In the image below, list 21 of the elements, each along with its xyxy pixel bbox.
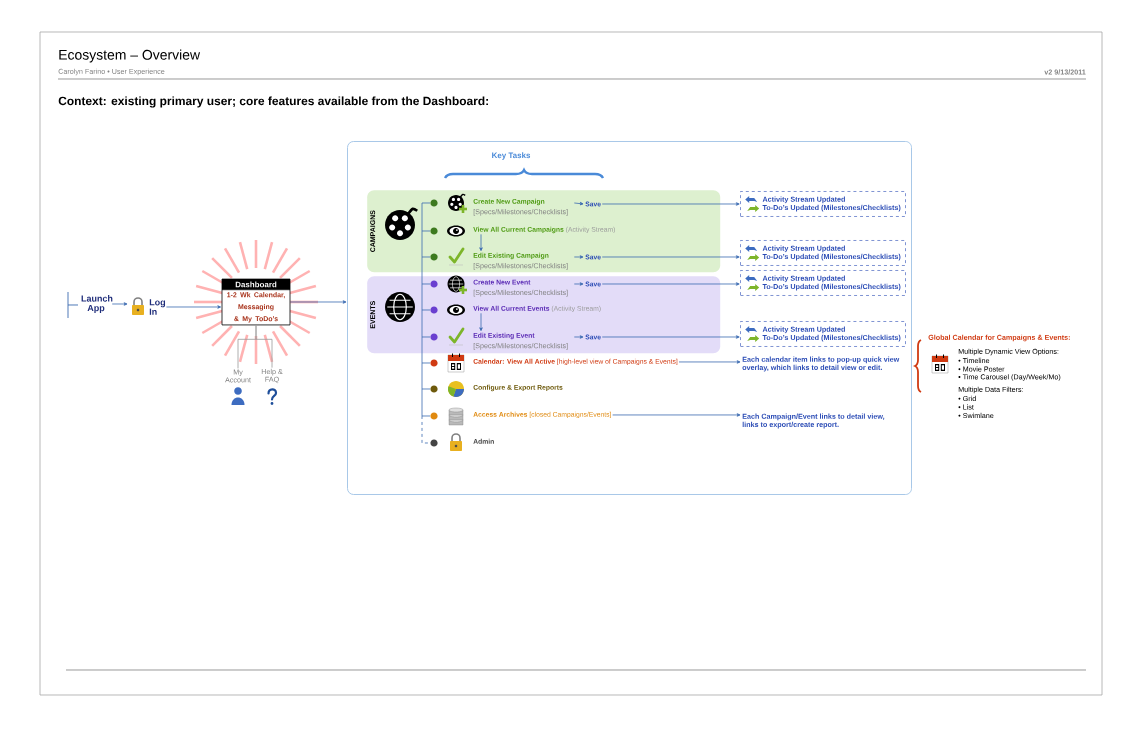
arrow xyxy=(479,312,483,332)
panel-frame xyxy=(347,141,912,495)
arrow xyxy=(678,360,741,364)
step-label: Launch App xyxy=(81,295,113,313)
arrow xyxy=(479,233,483,252)
step-label: Log In xyxy=(149,299,166,315)
connector-line xyxy=(255,324,273,369)
arrow xyxy=(290,300,347,304)
arrow xyxy=(573,201,584,206)
arrow xyxy=(166,305,222,309)
arrow xyxy=(573,282,584,286)
arrow xyxy=(601,255,740,259)
arrow xyxy=(601,335,740,339)
arrow xyxy=(612,413,741,417)
arrow xyxy=(601,282,740,286)
arrow xyxy=(601,202,740,206)
arrow xyxy=(111,302,128,306)
context-heading: Context: existing primary user; core features available from the Dashboard: xyxy=(58,96,488,108)
arrow xyxy=(573,335,584,339)
arrow xyxy=(573,255,584,259)
page-title: Ecosystem – Overview xyxy=(59,49,201,63)
